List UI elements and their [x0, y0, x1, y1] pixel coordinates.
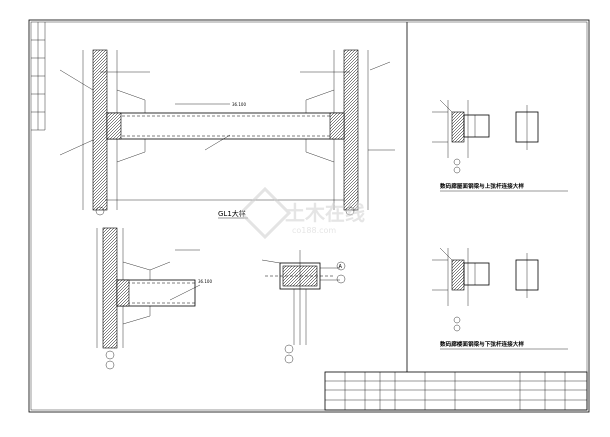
upper-detail-title: 数码廊屋面钢梁与上弦杆连接大样: [440, 182, 524, 190]
inner-border: [30, 21, 588, 411]
watermark: 土木在线 co188.com: [238, 186, 365, 240]
lower-detail-title: 数码廊楼面钢梁与下弦杆连接大样: [440, 340, 524, 348]
outer-border: [28, 19, 590, 413]
title-block: [324, 371, 588, 411]
joint-dim-label: 36.100: [198, 279, 212, 284]
joint-detail-left: [96, 227, 201, 370]
gl1-elevation: [59, 49, 395, 216]
section-detail-middle: [261, 250, 346, 364]
watermark-text: 土木在线: [285, 201, 365, 225]
bubble-a: A: [339, 264, 343, 270]
lower-chord-detail: [432, 247, 539, 332]
binding-strip: [31, 22, 46, 131]
watermark-url: co188.com: [292, 226, 336, 235]
gl1-detail-title: GL1大样: [218, 209, 246, 218]
upper-chord-detail: [432, 99, 539, 174]
gl1-dim-label: 36.100: [232, 102, 246, 107]
